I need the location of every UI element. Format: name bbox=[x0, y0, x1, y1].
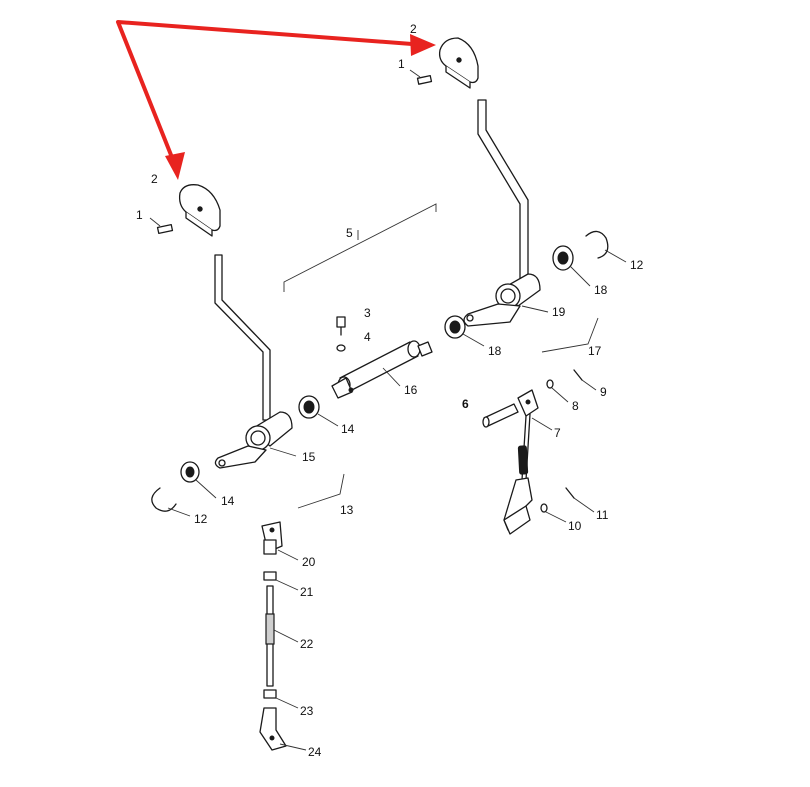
label-20: 20 bbox=[302, 555, 316, 569]
label-17: 17 bbox=[588, 344, 602, 358]
label-13: 13 bbox=[340, 503, 354, 517]
left-screw bbox=[156, 223, 174, 235]
right-screw bbox=[416, 74, 433, 85]
label-7: 7 bbox=[554, 426, 561, 440]
label-18-right: 18 bbox=[594, 283, 608, 297]
label-18-mid: 18 bbox=[488, 344, 502, 358]
label-9: 9 bbox=[600, 385, 607, 399]
highlight-arrow-path bbox=[116, 20, 414, 167]
arrowhead-left bbox=[165, 152, 185, 180]
label-14-left: 14 bbox=[221, 494, 235, 508]
bolt bbox=[336, 316, 346, 328]
group-brackets bbox=[283, 203, 599, 509]
label-14-mid: 14 bbox=[341, 422, 355, 436]
left-lever-assembly bbox=[149, 184, 297, 469]
upper-linkage-assembly bbox=[482, 369, 597, 535]
label-6: 6 bbox=[462, 397, 469, 411]
retaining-clip-right bbox=[585, 230, 609, 259]
label-10: 10 bbox=[568, 519, 582, 533]
label-19: 19 bbox=[552, 305, 566, 319]
label-2-right: 2 bbox=[410, 22, 417, 36]
left-hub-arm bbox=[214, 445, 267, 469]
left-knob-hole bbox=[197, 206, 203, 212]
label-16: 16 bbox=[404, 383, 418, 397]
label-21: 21 bbox=[300, 585, 314, 599]
right-lever-rod bbox=[477, 99, 529, 283]
right-lever-assembly bbox=[409, 37, 549, 327]
washer-small bbox=[336, 344, 346, 352]
label-2-left: 2 bbox=[151, 172, 158, 186]
rod-end-bottom bbox=[259, 707, 287, 751]
label-22: 22 bbox=[300, 637, 314, 651]
label-4: 4 bbox=[364, 330, 371, 344]
lower-rod-assembly bbox=[259, 521, 307, 751]
part-number-labels: 1 2 1 2 3 4 5 6 7 8 9 10 11 12 12 13 14 … bbox=[136, 22, 644, 759]
retaining-clip-left bbox=[151, 487, 177, 512]
label-15: 15 bbox=[302, 450, 316, 464]
hex-nut-top bbox=[263, 571, 277, 581]
label-5: 5 bbox=[346, 226, 353, 240]
left-lever-rod bbox=[214, 254, 271, 421]
label-23: 23 bbox=[300, 704, 314, 718]
highlight-arrows bbox=[116, 20, 436, 180]
label-8: 8 bbox=[572, 399, 579, 413]
cross-shaft-assembly bbox=[331, 316, 433, 399]
arrowhead-right bbox=[410, 34, 436, 56]
label-12-right: 12 bbox=[630, 258, 644, 272]
label-11: 11 bbox=[596, 508, 609, 522]
label-24: 24 bbox=[308, 745, 322, 759]
label-1-left: 1 bbox=[136, 208, 143, 222]
label-12-left: 12 bbox=[194, 512, 208, 526]
label-3: 3 bbox=[364, 306, 371, 320]
label-1-right: 1 bbox=[398, 57, 405, 71]
bushings-and-clips bbox=[151, 230, 627, 517]
right-hub-arm bbox=[463, 303, 521, 327]
hex-nut-bottom bbox=[263, 689, 277, 699]
left-knob-side bbox=[185, 211, 213, 237]
